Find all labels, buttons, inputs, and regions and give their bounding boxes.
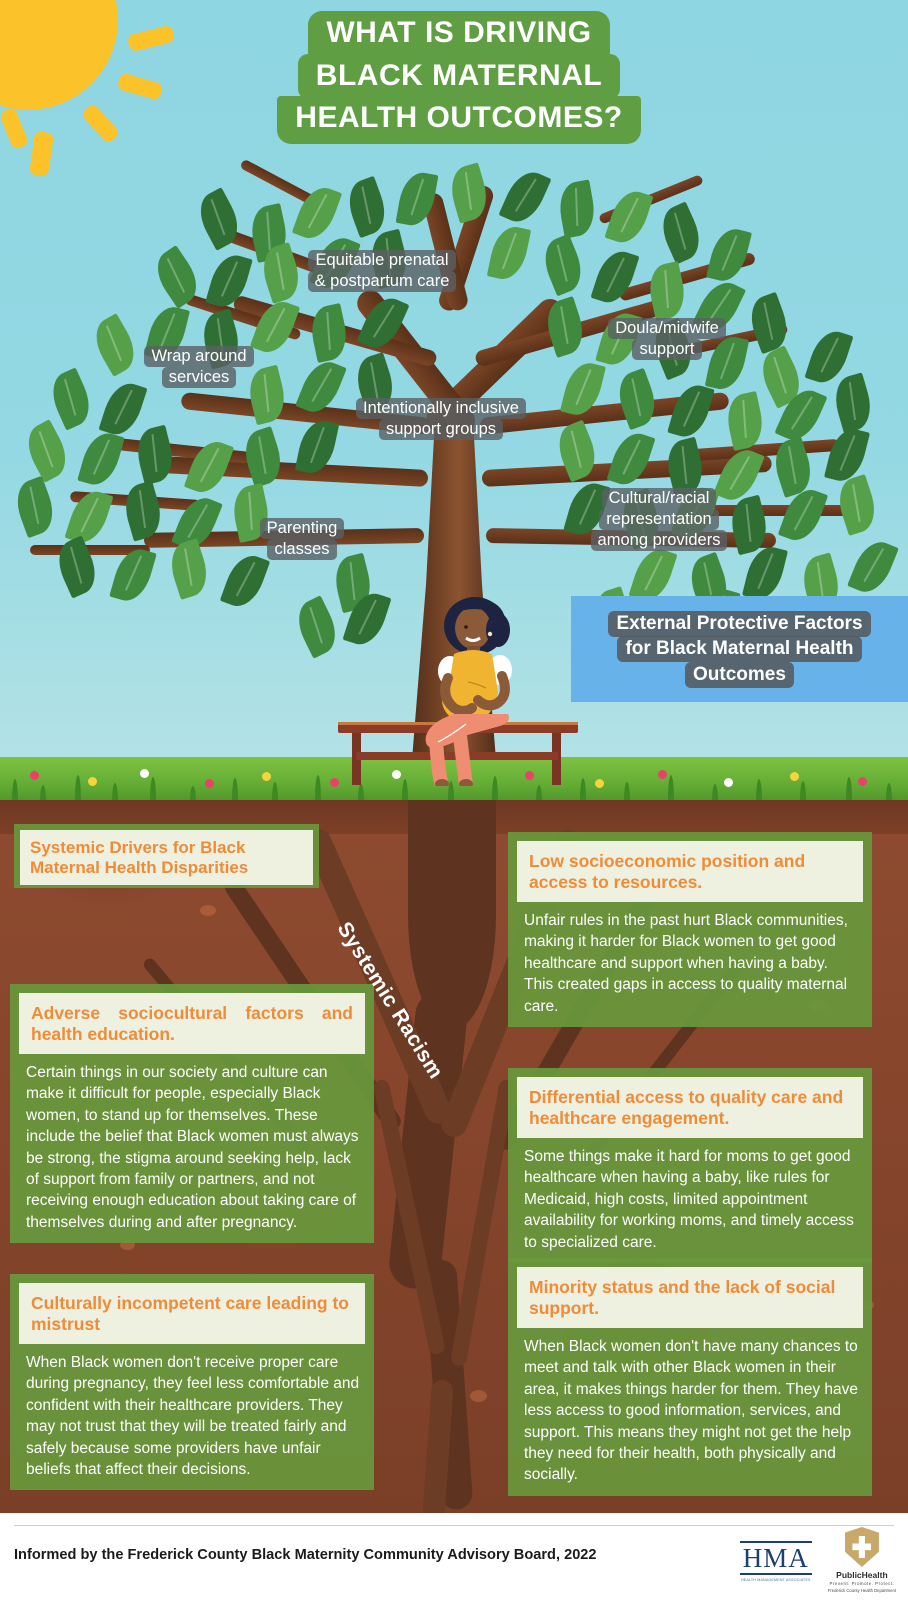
card-low-socioeconomic: Low socioeconomic position and access to…: [508, 832, 872, 1027]
card-minority-status-heading: Minority status and the lack of social s…: [529, 1277, 836, 1318]
card-culturally-incompetent-heading: Culturally incompetent care leading to m…: [31, 1293, 349, 1334]
tree-label-equitable-care-line1: Equitable prenatal: [308, 250, 456, 271]
poster-title: WHAT IS DRIVING BLACK MATERNAL HEALTH OU…: [274, 11, 644, 144]
card-low-socioeconomic-heading: Low socioeconomic position and access to…: [529, 851, 806, 892]
hma-logo-subtitle: HEALTH MANAGEMENT ASSOCIATES: [740, 1578, 811, 1583]
tree-label-doula-midwife: Doula/midwife support: [592, 318, 742, 361]
callout-line-2: for Black Maternal Health: [617, 636, 862, 663]
title-line-2: BLACK MATERNAL: [297, 53, 621, 99]
grass-strip: [0, 757, 908, 805]
card-differential-access-body: Some things make it hard for moms to get…: [524, 1148, 854, 1251]
card-differential-access: Differential access to quality care and …: [508, 1068, 872, 1263]
callout-line-3: Outcomes: [685, 661, 794, 688]
footer-divider: [14, 1525, 894, 1526]
tree-label-parenting-classes-line2: classes: [267, 539, 337, 561]
tree-label-cultural-representation: Cultural/racial representation among pro…: [576, 488, 742, 552]
card-culturally-incompetent: Culturally incompetent care leading to m…: [10, 1274, 374, 1491]
callout-line-1: External Protective Factors: [608, 610, 871, 637]
tree-label-wrap-around-line1: Wrap around: [144, 346, 254, 367]
title-line-1: WHAT IS DRIVING: [308, 11, 610, 57]
card-adverse-sociocultural-body: Certain things in our society and cultur…: [26, 1064, 359, 1231]
section-header-line-2: Maternal Health Disparities: [30, 858, 249, 878]
footer-logos: HMA HEALTH MANAGEMENT ASSOCIATES PublicH…: [739, 1527, 896, 1593]
tree-label-wrap-around: Wrap around services: [124, 346, 274, 389]
tree-label-inclusive-groups: Intentionally inclusive support groups: [336, 398, 546, 441]
hma-logo: HMA HEALTH MANAGEMENT ASSOCIATES: [739, 1527, 812, 1583]
card-minority-status: Minority status and the lack of social s…: [508, 1258, 872, 1496]
pregnant-woman-illustration: [425, 597, 512, 786]
card-low-socioeconomic-body: Unfair rules in the past hurt Black comm…: [524, 912, 848, 1015]
footer-credit: Informed by the Frederick County Black M…: [14, 1547, 597, 1563]
tree-label-cultural-representation-line1: Cultural/racial: [601, 488, 717, 509]
tree-label-doula-midwife-line2: support: [632, 339, 702, 361]
card-differential-access-heading: Differential access to quality care and …: [529, 1087, 844, 1128]
public-health-logo-org: Frederick County Health Department: [827, 1588, 896, 1593]
card-minority-status-body: When Black women don't have many chances…: [524, 1338, 858, 1484]
tree-label-equitable-care-line2: & postpartum care: [307, 271, 457, 293]
external-protective-factors-callout: External Protective Factors for Black Ma…: [571, 596, 908, 702]
systemic-drivers-section-header: Systemic Drivers for Black Maternal Heal…: [14, 824, 319, 888]
public-health-logo: PublicHealth Prevent. Promote. Protect. …: [828, 1527, 896, 1593]
card-culturally-incompetent-body: When Black women don't receive proper ca…: [26, 1354, 360, 1478]
tree-label-inclusive-groups-line2: support groups: [378, 419, 504, 441]
footer: Informed by the Frederick County Black M…: [0, 1513, 908, 1613]
title-line-3: HEALTH OUTCOMES?: [277, 96, 641, 144]
tree-label-parenting-classes-line1: Parenting: [259, 518, 345, 539]
tree-label-doula-midwife-line1: Doula/midwife: [608, 318, 726, 339]
tree-label-equitable-care: Equitable prenatal & postpartum care: [292, 250, 472, 293]
section-header-line-1: Systemic Drivers for Black: [30, 838, 246, 857]
shield-icon: [844, 1527, 879, 1567]
medical-cross-icon: [852, 1536, 872, 1558]
tree-label-cultural-representation-line3: among providers: [590, 530, 728, 552]
tree-label-inclusive-groups-line1: Intentionally inclusive: [356, 398, 526, 419]
tree-label-parenting-classes: Parenting classes: [236, 518, 368, 561]
hma-logo-mark: HMA: [739, 1541, 812, 1576]
tree-label-wrap-around-line2: services: [161, 367, 237, 389]
card-adverse-sociocultural-heading: Adverse sociocultural factors and health…: [31, 1003, 353, 1044]
public-health-logo-title: PublicHealth: [836, 1570, 888, 1580]
public-health-logo-subtitle: Prevent. Promote. Protect.: [829, 1581, 895, 1586]
card-adverse-sociocultural: Adverse sociocultural factors and health…: [10, 984, 374, 1243]
tree-label-cultural-representation-line2: representation: [599, 509, 719, 531]
